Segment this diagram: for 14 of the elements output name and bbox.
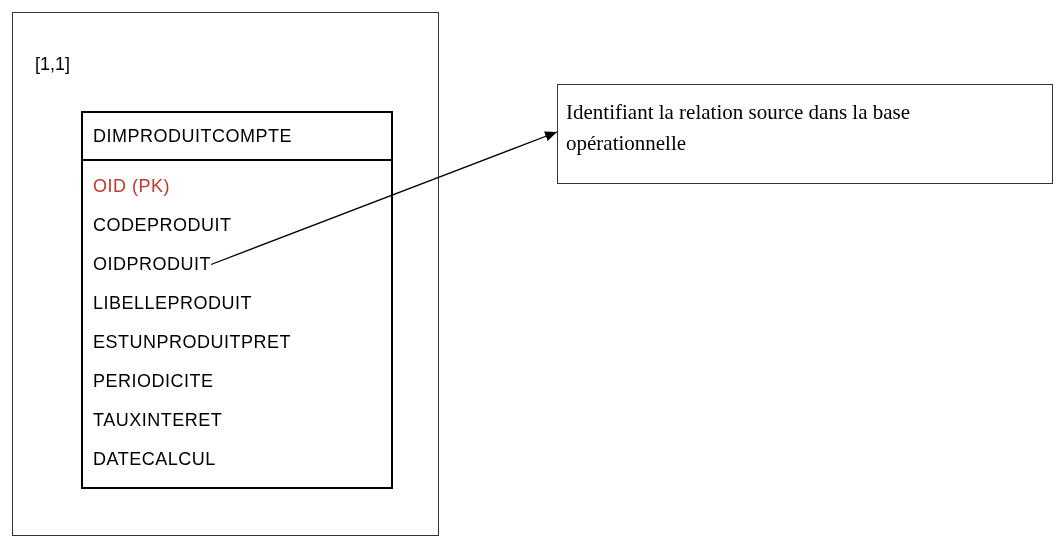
entity-table: [81, 111, 393, 489]
primary-key-field: OID (PK): [93, 167, 170, 206]
field-name: TAUXINTERET: [93, 401, 223, 440]
table-name: DIMPRODUITCOMPTE: [93, 124, 292, 148]
leader-arrow: [210, 131, 558, 266]
field-name: PERIODICITE: [93, 362, 214, 401]
frame-box: [12, 12, 439, 536]
field-name: LIBELLEPRODUIT: [93, 284, 253, 323]
field-name: CODEPRODUIT: [93, 206, 232, 245]
cardinality-label: [1,1]: [35, 53, 71, 76]
field-name: DATECALCUL: [93, 440, 216, 479]
note-box: Identifiant la relation source dans la base opérationnelle: [557, 84, 1053, 184]
field-name: OIDPRODUIT: [93, 245, 211, 284]
field-name: ESTUNPRODUITPRET: [93, 323, 291, 362]
